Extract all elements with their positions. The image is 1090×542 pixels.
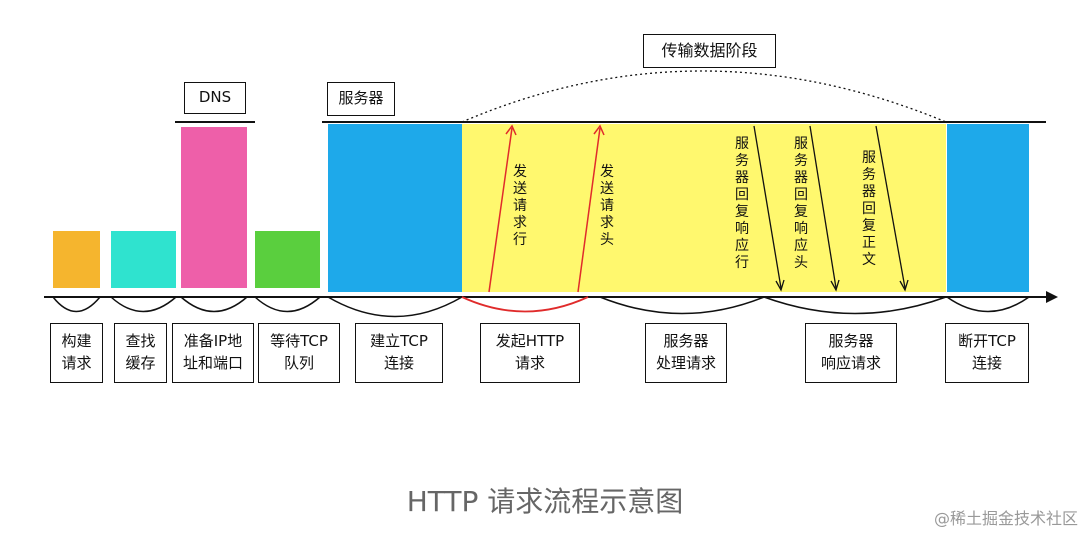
bracket-tcp-connect (327, 296, 463, 318)
bracket-http-request (461, 296, 589, 313)
transfer-phase-arc (461, 70, 947, 123)
arrow-reply-header-head (830, 279, 840, 292)
watermark: @稀土掘金技术社区 (933, 509, 1078, 528)
bar-tcp-queue (255, 231, 320, 288)
bracket-server-process (599, 296, 765, 315)
label-reply-header: 服 务 器 回 复 响 应 头 (794, 136, 808, 271)
arrow-reply-body (875, 125, 906, 289)
arrow-reply-line (753, 125, 782, 289)
label-reply-line: 服 务 器 回 复 响 应 行 (735, 136, 749, 271)
step-tcp-connect: 建立TCP 连接 (355, 323, 443, 383)
step-find-cache: 查找 缓存 (114, 323, 167, 383)
bar-dns (181, 127, 247, 288)
arrow-request-line (488, 127, 513, 293)
arrow-reply-line-head (775, 279, 785, 292)
label-send-request-header: 发 送 请 求 头 (600, 164, 614, 248)
bar-tcp-connect (328, 124, 462, 292)
bar-tcp-close (947, 124, 1029, 292)
arrow-request-line-head (505, 124, 517, 136)
label-send-request-line: 发 送 请 求 行 (513, 164, 527, 248)
bracket-dns (180, 296, 248, 313)
bracket-tcp-queue (254, 296, 321, 313)
phase-title: 传输数据阶段 (643, 34, 776, 68)
step-prepare-ip-port: 准备IP地 址和端口 (172, 323, 254, 383)
arrow-request-header (577, 127, 601, 293)
step-server-process: 服务器 处理请求 (645, 323, 727, 383)
arrow-reply-header (809, 125, 837, 289)
bracket-tcp-close (946, 296, 1030, 313)
bar-transfer (462, 124, 946, 292)
bar-build-request (53, 231, 100, 288)
step-tcp-close: 断开TCP 连接 (945, 323, 1029, 383)
bar-find-cache (111, 231, 176, 288)
server-label: 服务器 (327, 82, 395, 116)
step-server-response: 服务器 响应请求 (805, 323, 897, 383)
step-wait-tcp-queue: 等待TCP 队列 (258, 323, 340, 383)
arrow-request-header-head (593, 124, 605, 136)
step-http-request: 发起HTTP 请求 (480, 323, 580, 383)
figure-caption: HTTP 请求流程示意图 (406, 485, 684, 518)
bracket-find-cache (110, 296, 177, 313)
dns-label: DNS (184, 82, 246, 114)
arrow-reply-body-head (899, 279, 909, 292)
bracket-build-request (52, 296, 101, 313)
bracket-server-response (763, 296, 947, 315)
step-build-request: 构建 请求 (50, 323, 103, 383)
label-reply-body: 服 务 器 回 复 正 文 (862, 150, 876, 268)
timeline-arrowhead (1046, 291, 1058, 303)
